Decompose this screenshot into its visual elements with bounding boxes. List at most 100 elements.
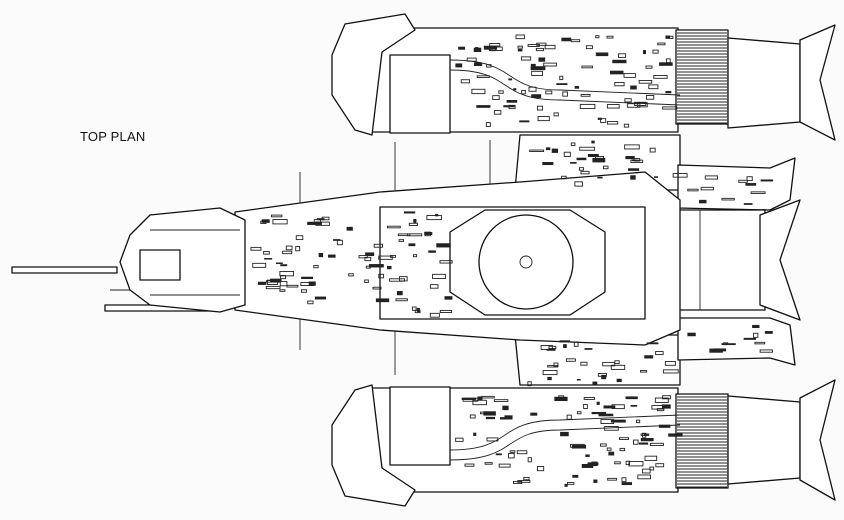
hull-detail	[544, 44, 556, 50]
hull-detail	[493, 110, 502, 115]
hull-detail	[314, 296, 326, 300]
hull-detail	[424, 232, 433, 236]
hull-detail	[408, 243, 416, 247]
hull-detail	[252, 262, 267, 268]
hull-detail	[721, 343, 736, 346]
hull-detail	[611, 404, 625, 410]
hull-detail	[576, 411, 582, 415]
hull-detail	[398, 239, 405, 242]
hull-detail	[599, 443, 607, 447]
hull-detail	[554, 396, 568, 402]
hull-detail	[658, 424, 671, 428]
hull-detail	[618, 53, 627, 58]
hull-detail	[276, 262, 283, 265]
hull-detail	[614, 461, 621, 465]
hull-detail	[528, 86, 537, 92]
hull-detail	[640, 433, 650, 436]
hull-detail	[282, 250, 293, 255]
hull-detail	[553, 362, 559, 367]
hull-detail	[625, 155, 635, 160]
hull-detail	[574, 181, 583, 187]
hull-detail	[606, 104, 620, 109]
hull-detail	[614, 82, 625, 87]
hull-detail	[668, 433, 683, 437]
hull-detail	[579, 146, 595, 151]
hull-detail	[455, 437, 464, 442]
hull-detail	[607, 477, 617, 481]
hull-detail	[602, 361, 616, 367]
hull-detail	[644, 355, 654, 359]
hull-detail	[581, 65, 593, 69]
hull-detail	[655, 351, 664, 356]
hull-detail	[530, 66, 546, 71]
hull-detail	[638, 442, 649, 445]
hull-detail	[473, 432, 477, 436]
hull-detail	[476, 75, 490, 78]
hull-detail	[414, 309, 421, 314]
hull-detail	[307, 300, 314, 305]
hull-detail	[455, 63, 463, 68]
hull-detail	[592, 381, 598, 386]
hull-detail	[743, 337, 757, 340]
surface-details	[250, 34, 774, 487]
hull-detail	[279, 271, 294, 277]
hull-detail	[266, 279, 278, 285]
hull-detail	[429, 284, 439, 289]
lower-engine-pod	[331, 379, 836, 507]
hull-detail	[561, 175, 567, 180]
hull-detail	[508, 453, 515, 459]
hull-detail	[436, 243, 451, 248]
hull-detail	[746, 176, 753, 182]
hull-detail	[598, 413, 614, 417]
hull-detail	[752, 324, 760, 329]
hull-detail	[699, 199, 707, 204]
hull-detail	[595, 52, 609, 57]
hull-detail	[492, 95, 500, 101]
hull-detail	[300, 282, 314, 287]
hull-detail	[580, 361, 588, 366]
hull-detail	[564, 483, 568, 487]
hull-detail	[444, 296, 453, 300]
hull-detail	[408, 222, 418, 226]
hull-detail	[424, 231, 431, 237]
hull-detail	[517, 49, 523, 52]
hull-detail	[502, 405, 509, 411]
hull-detail	[661, 404, 671, 409]
hull-detail	[585, 454, 590, 457]
hull-detail	[628, 461, 644, 467]
hull-detail	[633, 439, 639, 445]
hull-detail	[556, 83, 568, 85]
hull-detail	[563, 151, 571, 157]
hull-detail	[653, 75, 668, 79]
hull-detail	[498, 90, 504, 94]
hull-detail	[593, 479, 598, 483]
hull-detail	[592, 157, 606, 163]
hull-detail	[636, 419, 641, 424]
hull-detail	[704, 175, 719, 180]
hull-detail	[395, 298, 408, 302]
hull-detail	[745, 183, 757, 186]
hull-detail	[587, 153, 599, 158]
hull-detail	[389, 255, 397, 258]
hull-detail	[513, 88, 517, 91]
hull-detail	[264, 258, 273, 260]
hull-detail	[580, 170, 590, 175]
hull-detail	[432, 273, 446, 279]
hull-detail	[439, 260, 453, 264]
hull-detail	[738, 179, 748, 183]
hull-detail	[616, 378, 622, 383]
hull-detail	[591, 411, 607, 415]
hull-detail	[537, 116, 550, 122]
hull-detail	[295, 246, 301, 252]
hull-detail	[543, 62, 557, 67]
hull-detail	[709, 348, 723, 353]
hull-detail	[612, 59, 627, 64]
hull-detail	[764, 331, 773, 334]
hull-detail	[516, 450, 528, 455]
hull-detail	[506, 100, 518, 103]
hull-detail	[665, 91, 672, 94]
hull-detail	[618, 437, 630, 440]
hull-detail	[559, 340, 571, 343]
hull-detail	[471, 88, 486, 95]
